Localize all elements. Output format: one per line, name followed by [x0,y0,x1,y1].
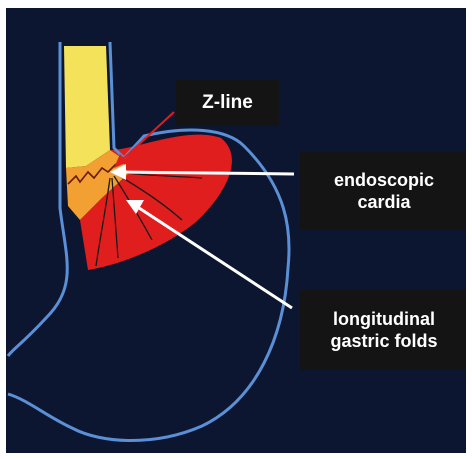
endoscopic-cardia-line2: cardia [334,191,434,214]
gastric-folds-line2: gastric folds [330,330,437,353]
gastric-folds-label: longitudinal gastric folds [300,290,466,370]
endoscopic-cardia-label: endoscopic cardia [300,152,466,230]
gastric-folds-line1: longitudinal [330,308,437,331]
endoscopic-cardia-line1: endoscopic [334,169,434,192]
z-line-text: Z-line [202,91,253,115]
z-line-label: Z-line [176,80,279,126]
stomach-diagram [6,8,466,453]
folds-arrow [126,200,292,308]
esophagus-squamous [64,46,110,168]
diagram-panel: Z-line endoscopic cardia longitudinal ga… [6,8,466,453]
